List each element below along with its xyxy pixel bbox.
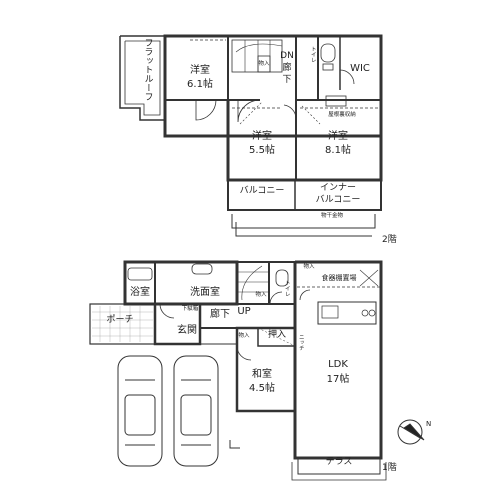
- terrace-label: テラス: [325, 457, 353, 467]
- room-flat-roof: フラットルーフ: [142, 38, 153, 101]
- attic-storage-label: 屋根裏収納: [328, 112, 356, 118]
- room-ldk-name: LDK: [328, 359, 348, 370]
- inner-balcony-label-2: バルコニー: [315, 195, 361, 205]
- hall-label: 廊下: [210, 309, 230, 320]
- inner-balcony-label-1: インナー: [319, 183, 357, 193]
- car-right: [173, 355, 219, 467]
- floor2-label: 2階: [382, 235, 397, 245]
- up-label: UP: [237, 306, 251, 317]
- room-japanese-size: 4.5帖: [249, 383, 275, 394]
- toilet1-label: トイレ: [283, 280, 290, 297]
- floor1-walls: [89, 260, 387, 481]
- room-entrance: 玄関: [177, 325, 197, 336]
- shoe-storage-label: 下駄箱: [181, 306, 199, 312]
- room-western1-name: 洋室: [190, 65, 210, 76]
- storage-a-label: 物入: [255, 292, 267, 298]
- room-western2-size: 5.5帖: [249, 145, 275, 156]
- room-porch: ポーチ: [106, 315, 134, 325]
- room-washroom: 洗面室: [190, 287, 220, 298]
- room-western3-size: 8.1帖: [325, 145, 351, 156]
- hall-name: 廊: [282, 63, 292, 73]
- room-wic: WIC: [350, 63, 370, 74]
- storage-label: 物入: [258, 61, 270, 67]
- room-ldk-size: 17帖: [326, 374, 350, 385]
- drying-rack-label: 物干金物: [320, 213, 344, 219]
- hall-dn: DN: [280, 51, 294, 61]
- compass-label: N: [426, 420, 432, 428]
- closet-label: 押入: [267, 330, 287, 340]
- niche-label: ニッチ: [297, 334, 304, 351]
- room-japanese-name: 和室: [252, 369, 272, 380]
- room-western2-name: 洋室: [252, 131, 272, 142]
- room-western1-size: 6.1帖: [187, 79, 213, 90]
- balcony-label: バルコニー: [239, 186, 285, 196]
- north-arrow-icon: [397, 419, 425, 445]
- car-left: [117, 355, 163, 467]
- floor2-walls: [119, 34, 383, 237]
- storage-c-label: 物入: [303, 264, 315, 270]
- pantry-label: 食器棚置場: [321, 274, 357, 282]
- storage-b-label: 物入: [238, 333, 250, 339]
- toilet-label: トイレ: [309, 46, 316, 63]
- room-western3-name: 洋室: [328, 131, 348, 142]
- hall-name2: 下: [282, 75, 292, 85]
- floor1-label: 1階: [382, 463, 397, 473]
- room-bath: 浴室: [130, 287, 150, 298]
